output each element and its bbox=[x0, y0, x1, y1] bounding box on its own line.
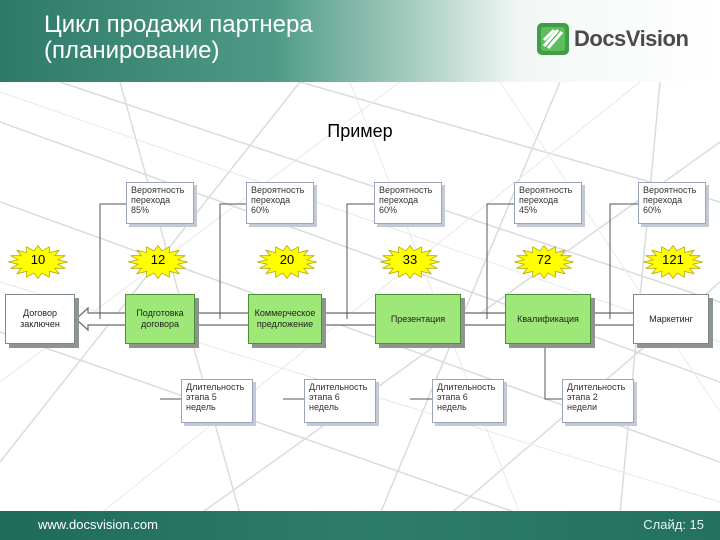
duration-connector bbox=[544, 347, 562, 400]
stage-count: 10 bbox=[30, 252, 46, 267]
probability-connector bbox=[99, 203, 126, 319]
stage-count: 12 bbox=[150, 252, 166, 267]
probability-connector bbox=[346, 203, 374, 319]
diagram-graphics bbox=[8, 203, 703, 400]
transition-probability-note: Вероятность перехода 60% bbox=[246, 182, 314, 224]
stage-box: Подготовка договора bbox=[125, 294, 195, 344]
count-starburst bbox=[257, 244, 317, 280]
slide-header: Цикл продажи партнера (планирование) Doc… bbox=[0, 0, 720, 82]
stage-box: Маркетинг bbox=[633, 294, 709, 344]
footer-url[interactable]: www.docsvision.com bbox=[38, 517, 158, 532]
stage-box: Договор заключен bbox=[5, 294, 75, 344]
stage-duration-note: Длительность этапа 2 недели bbox=[562, 379, 634, 423]
stage-count: 20 bbox=[279, 252, 295, 267]
logo-wordmark: DocsVision bbox=[574, 26, 689, 51]
slide-title: Цикл продажи партнера (планирование) bbox=[44, 11, 313, 64]
count-starburst bbox=[643, 244, 703, 280]
count-starburst bbox=[8, 244, 68, 280]
logo-mark-icon bbox=[537, 23, 569, 55]
stage-count: 33 bbox=[402, 252, 418, 267]
stage-box: Коммерческое предложение bbox=[248, 294, 322, 344]
stage-duration-note: Длительность этапа 6 недель bbox=[304, 379, 376, 423]
probability-connector bbox=[486, 203, 514, 319]
transition-probability-note: Вероятность перехода 85% bbox=[126, 182, 194, 224]
stage-count: 121 bbox=[662, 252, 684, 267]
transition-probability-note: Вероятность перехода 45% bbox=[514, 182, 582, 224]
stage-duration-note: Длительность этапа 5 недель bbox=[181, 379, 253, 423]
transition-probability-note: Вероятность перехода 60% bbox=[374, 182, 442, 224]
diagram-subtitle: Пример bbox=[327, 121, 393, 141]
stage-duration-note: Длительность этапа 6 недель bbox=[432, 379, 504, 423]
count-starburst bbox=[128, 244, 188, 280]
stage-box: Презентация bbox=[375, 294, 461, 344]
probability-connector bbox=[609, 203, 638, 319]
probability-connector bbox=[219, 203, 246, 319]
count-starburst bbox=[380, 244, 440, 280]
slide-footer: www.docsvision.com Слайд: 15 bbox=[0, 511, 720, 540]
stage-count: 72 bbox=[536, 252, 552, 267]
transition-probability-note: Вероятность перехода 60% bbox=[638, 182, 706, 224]
stage-box: Квалификация bbox=[505, 294, 591, 344]
count-starburst bbox=[514, 244, 574, 280]
docsvision-logo: DocsVision bbox=[536, 22, 698, 58]
slide-number: Слайд: 15 bbox=[643, 517, 704, 532]
